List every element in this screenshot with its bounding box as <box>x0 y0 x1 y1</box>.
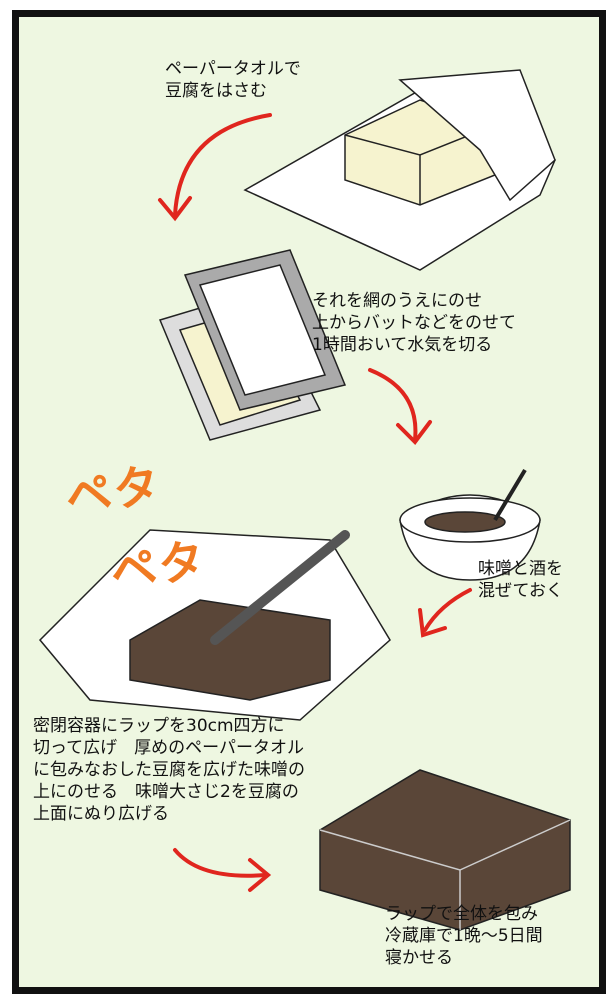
arrow-2 <box>368 368 418 442</box>
wrapped-tofu-illustration <box>319 769 571 931</box>
tofu-paper-towel-illustration <box>243 69 556 271</box>
tofu-on-miso-illustration <box>38 529 391 721</box>
step-3-caption: 味噌と酒を混ぜておく <box>478 559 563 601</box>
trays-illustration <box>158 249 347 441</box>
step-4-caption: 密閉容器にラップを30cm四方に切って広げ 厚めのペーパータオルに包みなおした豆… <box>33 716 305 824</box>
sound-effect-1: ペタ <box>62 457 165 525</box>
step-5-caption: ラップで全体を包み冷蔵庫で1晩〜5日間寝かせる <box>385 904 543 968</box>
arrow-3 <box>423 588 472 632</box>
arrow-1 <box>173 113 272 217</box>
step-1-caption: ペーパータオルで豆腐をはさむ <box>165 59 301 101</box>
arrows <box>158 113 472 892</box>
miso-bowl-illustration <box>399 468 541 581</box>
arrow-4 <box>173 848 267 878</box>
sound-effect-2: ペタ <box>107 532 210 600</box>
